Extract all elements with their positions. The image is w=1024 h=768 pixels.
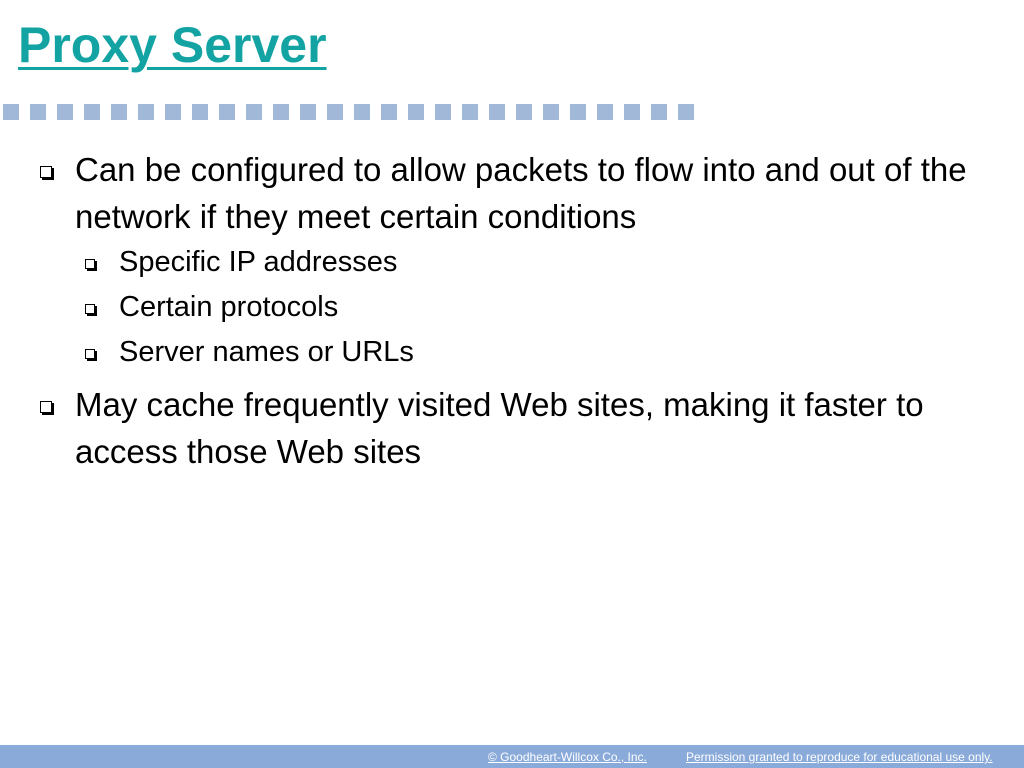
divider-square — [597, 104, 613, 120]
divider-square — [516, 104, 532, 120]
slide-title: Proxy Server — [18, 17, 327, 73]
copyright-link[interactable]: © Goodheart-Willcox Co., Inc. — [488, 750, 647, 764]
divider-square — [111, 104, 127, 120]
square-bullet-icon — [40, 166, 52, 178]
divider-square — [3, 104, 19, 120]
divider-square — [327, 104, 343, 120]
bullet-item: May cache frequently visited Web sites, … — [38, 381, 978, 475]
divider-square — [30, 104, 46, 120]
sub-bullet-item: Server names or URLs — [83, 330, 978, 375]
footer-bar: © Goodheart-Willcox Co., Inc. Permission… — [0, 745, 1024, 768]
divider-square — [651, 104, 667, 120]
square-bullet-icon — [40, 401, 52, 413]
divider-square — [246, 104, 262, 120]
divider-square — [570, 104, 586, 120]
divider-square — [489, 104, 505, 120]
divider-square — [57, 104, 73, 120]
divider-square — [192, 104, 208, 120]
slide-content: Can be configured to allow packets to fl… — [38, 146, 978, 475]
sub-bullet-text: Server names or URLs — [119, 336, 414, 368]
divider-square — [354, 104, 370, 120]
divider-square — [381, 104, 397, 120]
permission-link[interactable]: Permission granted to reproduce for educ… — [686, 750, 993, 764]
divider-square — [435, 104, 451, 120]
square-bullet-icon — [85, 259, 95, 269]
divider-square — [165, 104, 181, 120]
divider-square — [678, 104, 694, 120]
bullet-text: May cache frequently visited Web sites, … — [75, 386, 924, 470]
divider-square — [462, 104, 478, 120]
sub-bullet-text: Specific IP addresses — [119, 246, 398, 278]
sub-bullet-text: Certain protocols — [119, 291, 339, 323]
bullet-item: Can be configured to allow packets to fl… — [38, 146, 978, 240]
divider-square — [219, 104, 235, 120]
bullet-text: Can be configured to allow packets to fl… — [75, 151, 967, 235]
divider-square — [138, 104, 154, 120]
square-bullet-icon — [85, 349, 95, 359]
divider-square — [273, 104, 289, 120]
title-divider — [3, 104, 694, 120]
sub-bullet-item: Certain protocols — [83, 285, 978, 330]
sub-bullet-item: Specific IP addresses — [83, 240, 978, 285]
divider-square — [84, 104, 100, 120]
divider-square — [300, 104, 316, 120]
square-bullet-icon — [85, 304, 95, 314]
divider-square — [408, 104, 424, 120]
divider-square — [624, 104, 640, 120]
divider-square — [543, 104, 559, 120]
